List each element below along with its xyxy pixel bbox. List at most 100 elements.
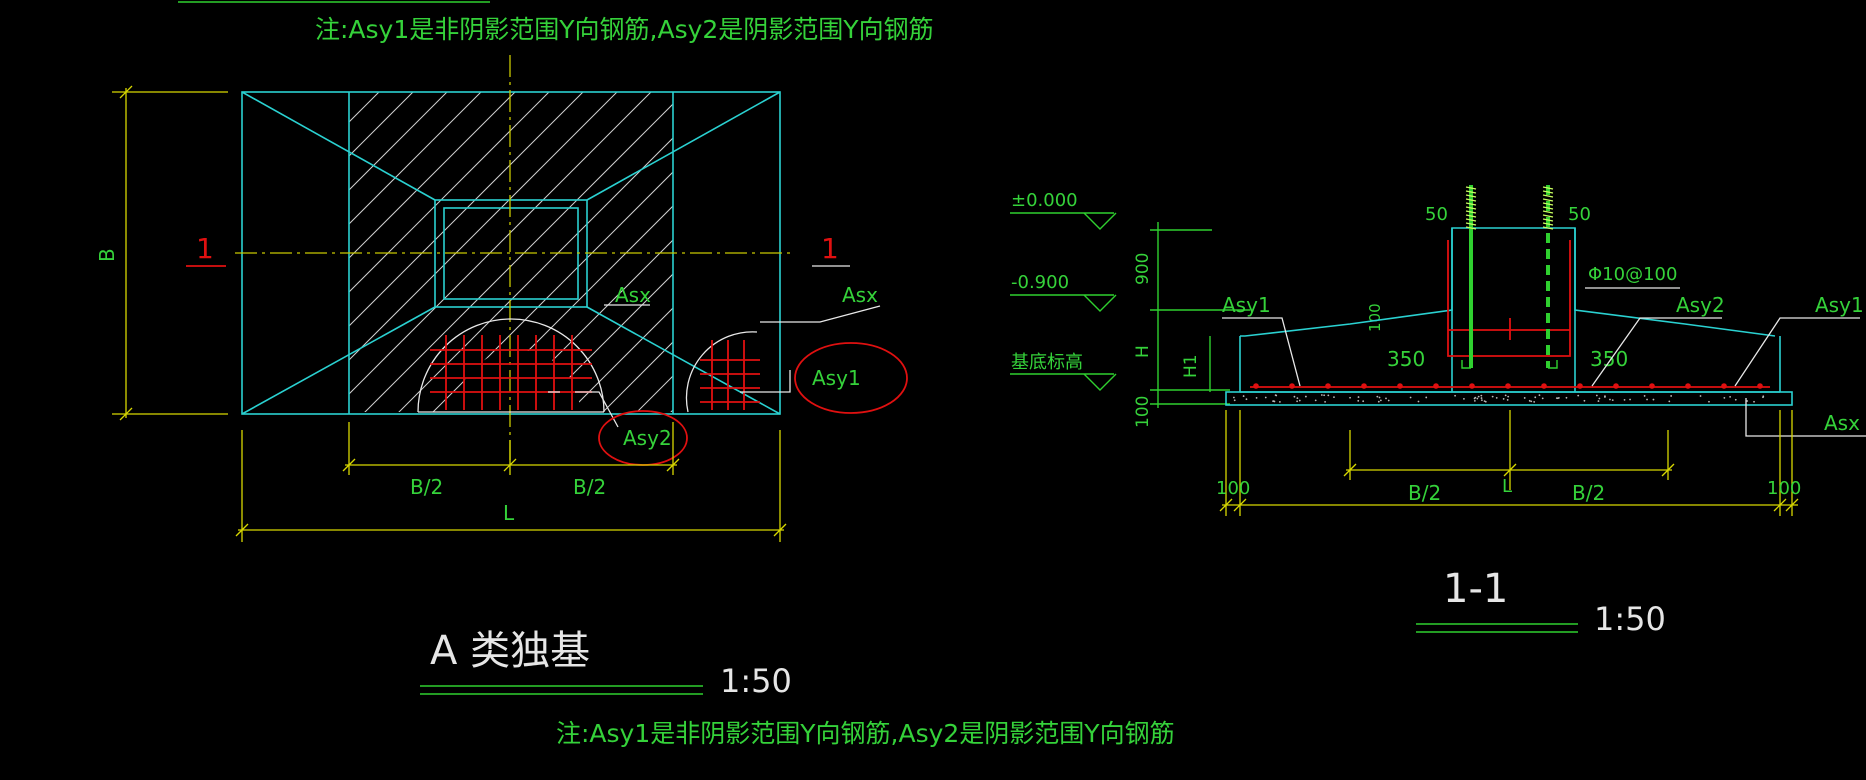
hatch-line	[1037, 90, 1367, 420]
hatch-line	[526, 92, 673, 412]
rebar-dot	[1613, 383, 1619, 389]
section-dim-half-left: B/2	[1408, 481, 1441, 505]
cushion-dot	[1480, 399, 1483, 402]
dim-350-right: 350	[1590, 347, 1628, 371]
cushion-dot	[1275, 394, 1278, 397]
thread-mark	[1465, 218, 1477, 222]
cushion-dot	[1523, 397, 1526, 399]
thread-mark	[1542, 202, 1554, 206]
cushion-dot	[1476, 397, 1479, 400]
cushion-dot	[1425, 396, 1428, 399]
section-mark-right: 1	[821, 232, 839, 265]
dim-tick	[235, 523, 249, 537]
cushion-dot	[1534, 396, 1537, 399]
hatch-line	[0, 90, 313, 420]
section-scale: 1:50	[1594, 600, 1666, 638]
hatch-line	[1105, 90, 1435, 420]
cushion-dot	[1538, 394, 1541, 397]
cushion-dot	[1454, 394, 1456, 397]
elev-symbol	[1083, 373, 1117, 391]
bottom-note: 注:Asy1是非阴影范围Y向钢筋,Asy2是阴影范围Y向钢筋	[556, 719, 1175, 748]
cushion-dot	[1324, 400, 1326, 403]
leader-asy2	[1591, 317, 1722, 387]
bottom-rebar-dots	[1253, 383, 1763, 389]
thread-mark	[1465, 186, 1477, 190]
rebar-dot	[1649, 383, 1655, 389]
cushion-dot	[1533, 401, 1536, 403]
thread-mark	[1465, 190, 1477, 194]
plan-scale: 1:50	[720, 662, 792, 700]
hatch-line	[424, 92, 673, 412]
thread-mark	[1542, 190, 1554, 194]
hatch-line	[17, 90, 347, 420]
cushion-dot	[1565, 396, 1568, 399]
hatch-line	[0, 90, 279, 420]
section-label-asx: Asx	[1824, 411, 1860, 435]
cushion-dot	[1273, 400, 1276, 403]
hatch-line	[1207, 90, 1537, 420]
cushion-dot	[1255, 396, 1258, 399]
thread-mark	[1465, 202, 1477, 206]
cushion-dot	[1723, 397, 1726, 399]
cushion-dot	[1753, 400, 1755, 403]
dim-50-right: 50	[1568, 204, 1591, 225]
section-mark-left: 1	[196, 232, 214, 265]
dim-tick	[1661, 463, 1675, 477]
cushion-dot	[1379, 399, 1382, 402]
hatch-line	[390, 92, 673, 412]
column-rebar-right	[1542, 185, 1558, 369]
cushion-dot	[1378, 396, 1381, 399]
cushion-dot	[1611, 399, 1614, 402]
thread-mark	[1542, 214, 1554, 218]
hatch-line	[349, 92, 586, 412]
dim-tick	[1343, 463, 1357, 477]
plan-label-asy1: Asy1	[812, 366, 861, 390]
cushion-dot	[1734, 398, 1737, 401]
section-title: 1-1	[1443, 566, 1508, 612]
section-dim-100-left: 100	[1216, 478, 1250, 499]
thread-mark	[1465, 210, 1477, 214]
footing-profile	[1240, 227, 1776, 337]
hatch-line	[349, 92, 654, 412]
leader-asy1	[740, 370, 791, 393]
cushion-dot	[1530, 400, 1533, 403]
section-label-asy1-left: Asy1	[1222, 293, 1271, 317]
dim-tick	[119, 85, 133, 99]
cushion-dot	[1463, 397, 1465, 400]
dim-H1: H1	[1181, 354, 1201, 378]
cushion-dot	[1609, 398, 1611, 401]
section-label-asy1-right: Asy1	[1815, 293, 1864, 317]
hatch-line	[349, 92, 518, 412]
dim-900: 900	[1133, 253, 1153, 285]
stirrup-label: Φ10@100	[1588, 264, 1677, 285]
cushion-dot	[1484, 400, 1487, 403]
thread-mark	[1465, 214, 1477, 218]
hatch-line	[349, 92, 416, 412]
section-dim-L: L	[1502, 476, 1512, 497]
plan-dim-half-right: B/2	[573, 475, 606, 499]
rebar-cutaway-arc	[417, 318, 605, 413]
hatch-line	[458, 92, 673, 412]
cushion-dot	[1643, 395, 1646, 397]
cushion-dot	[1668, 400, 1671, 403]
elev-symbol	[1083, 294, 1117, 312]
cushion-dot	[1670, 395, 1673, 397]
plan-label-asx-outer: Asx	[842, 283, 878, 307]
cushion-dot	[1556, 397, 1559, 400]
cushion-dot	[1506, 399, 1509, 401]
elev-minus: -0.900	[1011, 272, 1069, 293]
dim-tick	[119, 407, 133, 421]
cushion-dot	[1242, 395, 1245, 397]
slope-line	[586, 306, 781, 415]
slope-line	[241, 91, 436, 201]
cushion-dot	[1417, 400, 1420, 403]
cushion-dot	[1474, 396, 1477, 399]
dim-100-vertical: 100	[1133, 396, 1153, 428]
cushion-dot	[1597, 400, 1600, 402]
cushion-dot	[1296, 400, 1299, 403]
cushion-dot	[1477, 395, 1480, 398]
cushion-dot	[1583, 399, 1586, 402]
rebar-dot	[1685, 383, 1691, 389]
top-note: 注:Asy1是非阴影范围Y向钢筋,Asy2是阴影范围Y向钢筋	[315, 15, 934, 44]
